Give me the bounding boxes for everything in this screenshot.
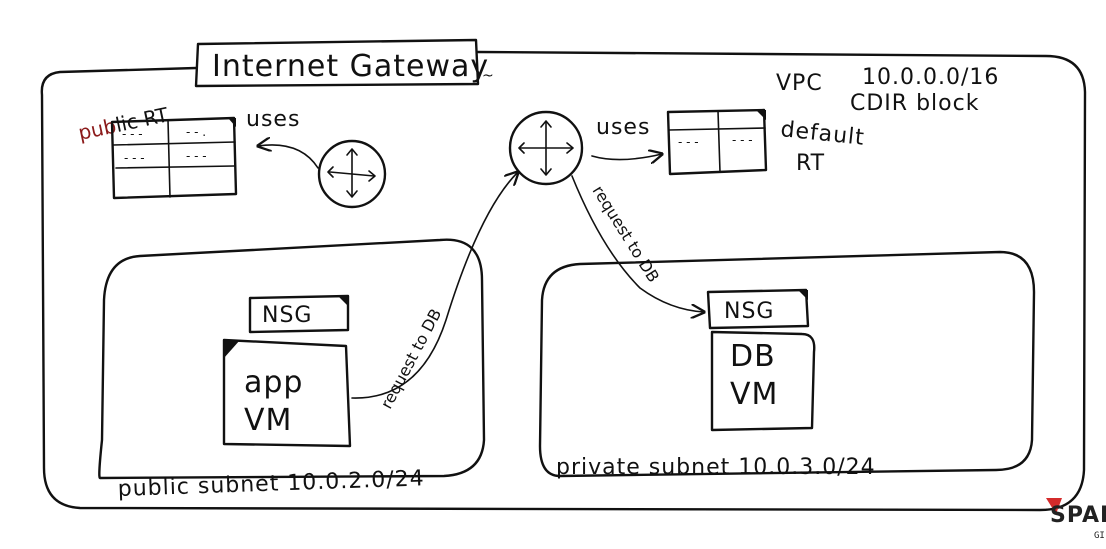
public-subnet: public subnet 10.0.2.0/24 NSG app VM [98, 238, 486, 502]
db-vm-line1: DB [730, 339, 776, 374]
svg-text:~: ~ [482, 68, 494, 84]
default-rt-uses: uses [596, 115, 650, 140]
internet-gateway: Internet Gateway ~ [194, 38, 494, 88]
vpc-boundary [40, 50, 1087, 512]
private-nsg-label: NSG [724, 299, 774, 324]
public-route-table: public RT - - - - - . - - - - - - uses [76, 102, 319, 200]
request-flow-app-to-router: request to DB [351, 172, 518, 412]
svg-text:- - -: - - - [186, 149, 207, 163]
request-flow-router-to-db: request to DB [571, 175, 704, 312]
private-subnet: private subnet 10.0.3.0/24 NSG DB VM [538, 250, 1036, 480]
svg-text:- - -: - - - [122, 127, 143, 141]
svg-text:- - -: - - - [124, 151, 145, 165]
main-router [508, 110, 584, 186]
public-rt-uses: uses [246, 107, 300, 132]
public-nsg-label: NSG [262, 303, 312, 328]
db-vm-line2: VM [730, 377, 778, 412]
spark-logo: SPAR GI [1046, 498, 1106, 541]
default-rt-line1: default [779, 117, 866, 151]
svg-text:- - -: - - - [678, 135, 699, 149]
svg-text:- - -: - - - [732, 133, 753, 147]
vpc-label: VPC [776, 71, 823, 96]
app-vm-line2: VM [244, 403, 292, 438]
vpc-cidr-note: CDIR block [850, 91, 979, 116]
logo-sub: GI [1094, 531, 1105, 541]
svg-text:- - .: - - . [186, 125, 206, 139]
public-router [317, 139, 387, 209]
default-route-table: uses - - - - - - default RT [591, 108, 866, 176]
vpc-cidr: 10.0.0.0/16 [862, 65, 999, 90]
logo-text: SPAR [1050, 503, 1106, 528]
vpc-label-group: VPC 10.0.0.0/16 CDIR block [776, 65, 999, 116]
default-rt-line2: RT [796, 151, 825, 176]
app-vm-line1: app [244, 365, 303, 400]
private-subnet-label: private subnet 10.0.3.0/24 [556, 455, 876, 480]
internet-gateway-label: Internet Gateway [212, 49, 489, 84]
request-label-app: request to DB [377, 306, 446, 412]
public-subnet-label: public subnet 10.0.2.0/24 [117, 466, 425, 502]
